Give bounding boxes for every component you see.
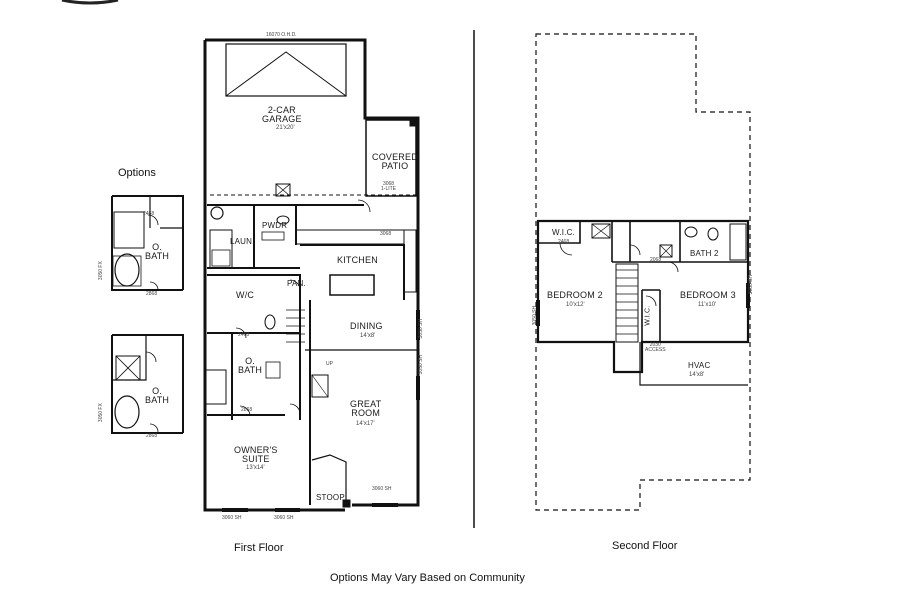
garage-dimension: 21'x20' (276, 125, 295, 131)
wc-label: W/C (236, 290, 255, 300)
corner-swoosh (61, 0, 119, 5)
great-room-window-label: 3050 SH (418, 354, 425, 375)
owners-bath-label: O. BATH (238, 356, 263, 376)
attic-access-label: 2030 ACCESS (645, 342, 666, 354)
suite-window-2-label: 3060 SH (274, 515, 294, 521)
dining-window-label: 3050 SH (418, 318, 425, 339)
suite-window-1-label: 3060 SH (222, 515, 242, 521)
option-b-bath-label: O. BATH (145, 386, 170, 406)
laundry-label: LAUN. (230, 237, 255, 246)
stoop-label: STOOP (316, 493, 345, 502)
hvac-label: HVAC (688, 361, 711, 370)
first-floor-caption: First Floor (234, 542, 284, 554)
footer-note: Options May Vary Based on Community (330, 572, 525, 584)
hvac-dimension: 14'x8' (689, 372, 705, 378)
wic-1-label: W.I.C. (552, 228, 575, 237)
bath-2-door-label: 2068 (650, 257, 662, 263)
stairs-up-label: UP (326, 361, 333, 367)
second-floor-plan (535, 33, 751, 511)
bath-2-label: BATH 2 (690, 249, 719, 258)
suite-door-label: 2868 (241, 407, 253, 413)
option-a-door-label: 2468 (143, 211, 155, 217)
option-a-door2-label: 2868 (146, 291, 158, 297)
first-floor-plan (203, 38, 420, 512)
powder-room-label: PWDR (262, 221, 288, 230)
dining-label: DINING (350, 321, 383, 331)
second-floor-caption: Second Floor (612, 540, 678, 552)
dining-dimension: 14'x8' (360, 333, 376, 339)
wic-1-door-label: 2468 (558, 239, 570, 245)
bedroom-2-window-label: 3050 SH (532, 305, 539, 326)
pantry-label: PAN. (287, 279, 306, 288)
great-room-dimension: 14'x17' (356, 421, 375, 427)
owners-suite-label: OWNER'S SUITE (234, 445, 278, 465)
bath-door-label: 2468 (238, 332, 250, 338)
great-room-label: GREAT ROOM (350, 399, 382, 419)
kitchen-door-label: 3068 (380, 231, 392, 237)
option-b-window-label: 3050 FX (97, 403, 104, 423)
option-b-door-label: 2868 (146, 433, 158, 439)
bedroom-3-window-label: 3050 SH (748, 274, 755, 295)
options-label: Options (118, 167, 156, 179)
garage-door-label: 16070 O.H.D. (266, 32, 297, 38)
covered-patio-label: COVERED PATIO (372, 152, 418, 172)
bedroom-2-label: BEDROOM 2 (547, 290, 603, 300)
patio-door-label: 3068 1-LITE (381, 181, 397, 193)
option-a-window-label: 3050 FX (97, 261, 104, 281)
owners-suite-dimension: 13'x14' (246, 465, 265, 471)
options-plans (111, 195, 184, 434)
option-a-bath-label: O. BATH (145, 242, 170, 262)
kitchen-label: KITCHEN (337, 255, 378, 265)
bedroom-3-dimension: 11'x10' (698, 302, 717, 308)
bedroom-2-dimension: 10'x12' (566, 302, 585, 308)
bedroom-3-label: BEDROOM 3 (680, 290, 736, 300)
garage-label: 2-CAR GARAGE (262, 105, 302, 125)
wic-2-label: W.I.C. (644, 305, 652, 326)
front-window-label: 3060 SH (372, 486, 392, 492)
